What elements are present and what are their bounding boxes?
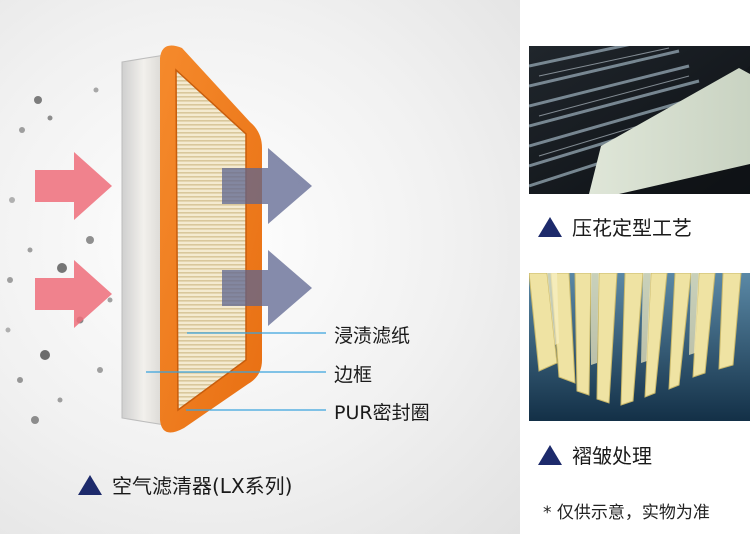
product-illustration-panel: 浸渍滤纸 边框 PUR密封圈 空气滤清器(LX系列) [0,0,520,534]
product-caption: 空气滤清器(LX系列) [78,470,292,499]
outflow-arrow-icon [222,250,312,326]
label-filter-paper: 浸渍滤纸 [334,325,411,347]
process-caption-pleating: 褶皱处理 [538,440,652,469]
inflow-arrow-icon [35,152,112,220]
label-frame: 边框 [334,364,373,386]
disclaimer-note: * 仅供示意，实物为准 [543,503,710,523]
inflow-arrow-icon [35,260,112,328]
triangle-icon [538,444,562,465]
process-caption-embossing: 压花定型工艺 [538,212,692,241]
process-caption-pleating-text: 褶皱处理 [572,444,652,468]
callout-lines [146,332,326,411]
process-caption-embossing-text: 压花定型工艺 [572,216,692,240]
embossing-rollers-photo [529,46,750,194]
product-caption-text: 空气滤清器(LX系列) [112,474,293,498]
triangle-icon [78,474,102,495]
dust-particles [5,87,130,424]
label-seal: PUR密封圈 [334,402,430,424]
air-filter-illustration [5,45,326,433]
outflow-arrow-icon [222,148,312,224]
triangle-icon [538,216,562,237]
pleated-paper-photo [529,273,750,421]
filter-body [121,45,262,433]
